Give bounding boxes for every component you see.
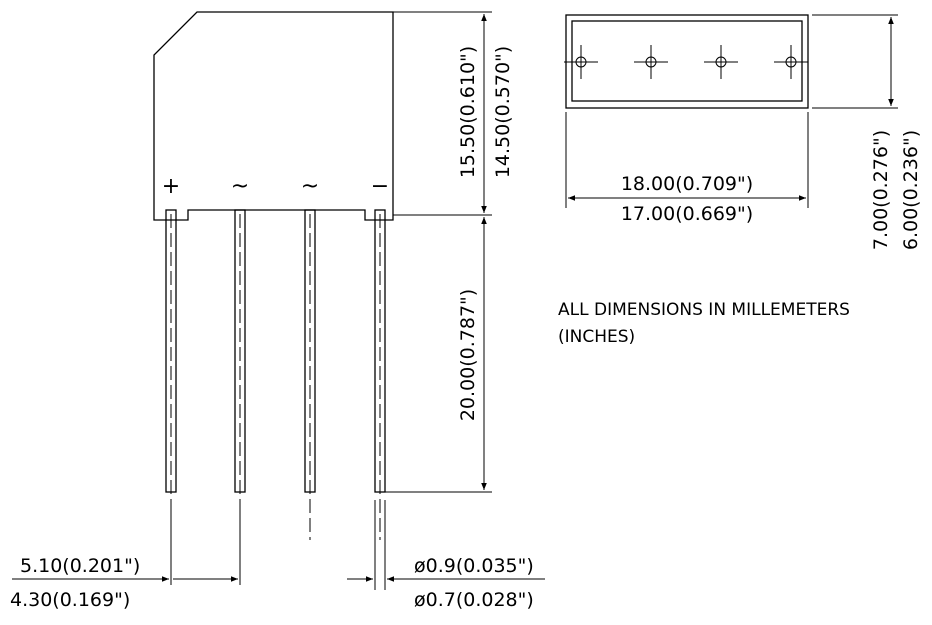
lead-1 (165, 209, 177, 540)
pin-ac1-label: ~ (231, 174, 249, 199)
pin-hole-4 (774, 45, 808, 79)
units-note-line2: (INCHES) (558, 327, 635, 347)
top-dimensions: 18.00(0.709") 17.00(0.669") 7.00(0.276")… (565, 14, 922, 250)
pin-ac2-label: ~ (301, 174, 319, 199)
width-min-label: 17.00(0.669") (621, 203, 753, 225)
pin-plus-label: + (162, 174, 180, 199)
lead-3 (304, 209, 316, 540)
body-height-max-label: 15.50(0.610") (457, 46, 479, 178)
units-note-line1: ALL DIMENSIONS IN MILLEMETERS (558, 300, 850, 320)
lead-dia-min-label: ø0.7(0.028") (414, 589, 534, 611)
thickness-max-label: 7.00(0.276") (870, 130, 892, 250)
front-view: + ~ ~ − (153, 11, 394, 540)
width-max-label: 18.00(0.709") (621, 173, 753, 195)
lead-4 (374, 209, 386, 540)
pin-hole-1 (564, 45, 598, 79)
units-note: ALL DIMENSIONS IN MILLEMETERS (INCHES) (558, 300, 850, 347)
package-body (153, 11, 394, 221)
lead-dia-max-label: ø0.9(0.035") (414, 555, 534, 577)
body-height-min-label: 14.50(0.570") (492, 46, 514, 178)
front-dimensions: 15.50(0.610") 14.50(0.570") 20.00(0.787"… (10, 11, 545, 611)
top-view-inner-outline (571, 20, 803, 102)
pin-hole-2 (634, 45, 668, 79)
top-view-outer-outline (565, 14, 809, 109)
lead-length-label: 20.00(0.787") (457, 289, 479, 421)
pitch-max-label: 5.10(0.201") (20, 555, 140, 577)
top-view (564, 14, 809, 109)
lead-2 (234, 209, 246, 540)
pin-minus-label: − (371, 174, 389, 199)
pitch-min-label: 4.30(0.169") (10, 589, 130, 611)
thickness-min-label: 6.00(0.236") (900, 130, 922, 250)
pin-hole-3 (704, 45, 738, 79)
